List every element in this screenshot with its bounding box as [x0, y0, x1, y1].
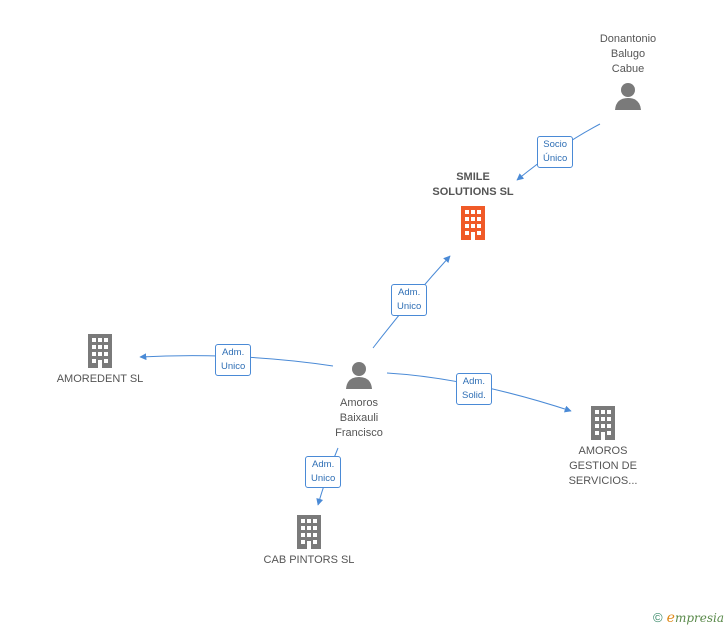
node-amoros-baixauli[interactable]: Amoros Baixauli Francisco — [316, 360, 402, 441]
node-smile-solutions[interactable]: SMILE SOLUTIONS SL — [420, 170, 526, 240]
node-label: CAB PINTORS SL — [263, 554, 355, 566]
brand-e: e — [666, 610, 675, 626]
copyright-symbol: © — [653, 610, 663, 625]
node-donantonio[interactable]: Donantonio Balugo Cabue — [585, 32, 671, 111]
node-label: AMOREDENT SL — [56, 373, 144, 385]
node-amoros-gestion[interactable]: AMOROS GESTION DE SERVICIOS... — [553, 406, 653, 489]
edge-label-adm-unico-amoredent[interactable]: Adm. Unico — [215, 344, 252, 376]
node-amoredent[interactable]: AMOREDENT SL — [50, 334, 150, 387]
node-label: Amoros Baixauli Francisco — [335, 397, 383, 439]
building-icon — [461, 206, 485, 240]
node-label: Donantonio Balugo Cabue — [599, 33, 657, 75]
node-label: AMOROS GESTION DE SERVICIOS... — [568, 445, 638, 487]
person-icon — [615, 83, 641, 110]
edge-label-socio-unico[interactable]: Socio Único — [537, 136, 574, 168]
edge-label-adm-unico-cab[interactable]: Adm. Unico — [305, 456, 342, 488]
building-icon — [297, 515, 321, 549]
edge-label-adm-solid[interactable]: Adm. Solid. — [456, 373, 492, 405]
brand-logo: ©empresia — [653, 610, 724, 626]
building-icon — [88, 334, 112, 368]
node-cab-pintors[interactable]: CAB PINTORS SL — [259, 515, 359, 568]
edge-label-adm-unico-smile[interactable]: Adm. Unico — [391, 284, 428, 316]
brand-name: mpresia — [674, 611, 724, 625]
node-label: SMILE SOLUTIONS SL — [432, 171, 514, 198]
building-icon — [591, 406, 615, 440]
person-icon — [346, 362, 372, 389]
